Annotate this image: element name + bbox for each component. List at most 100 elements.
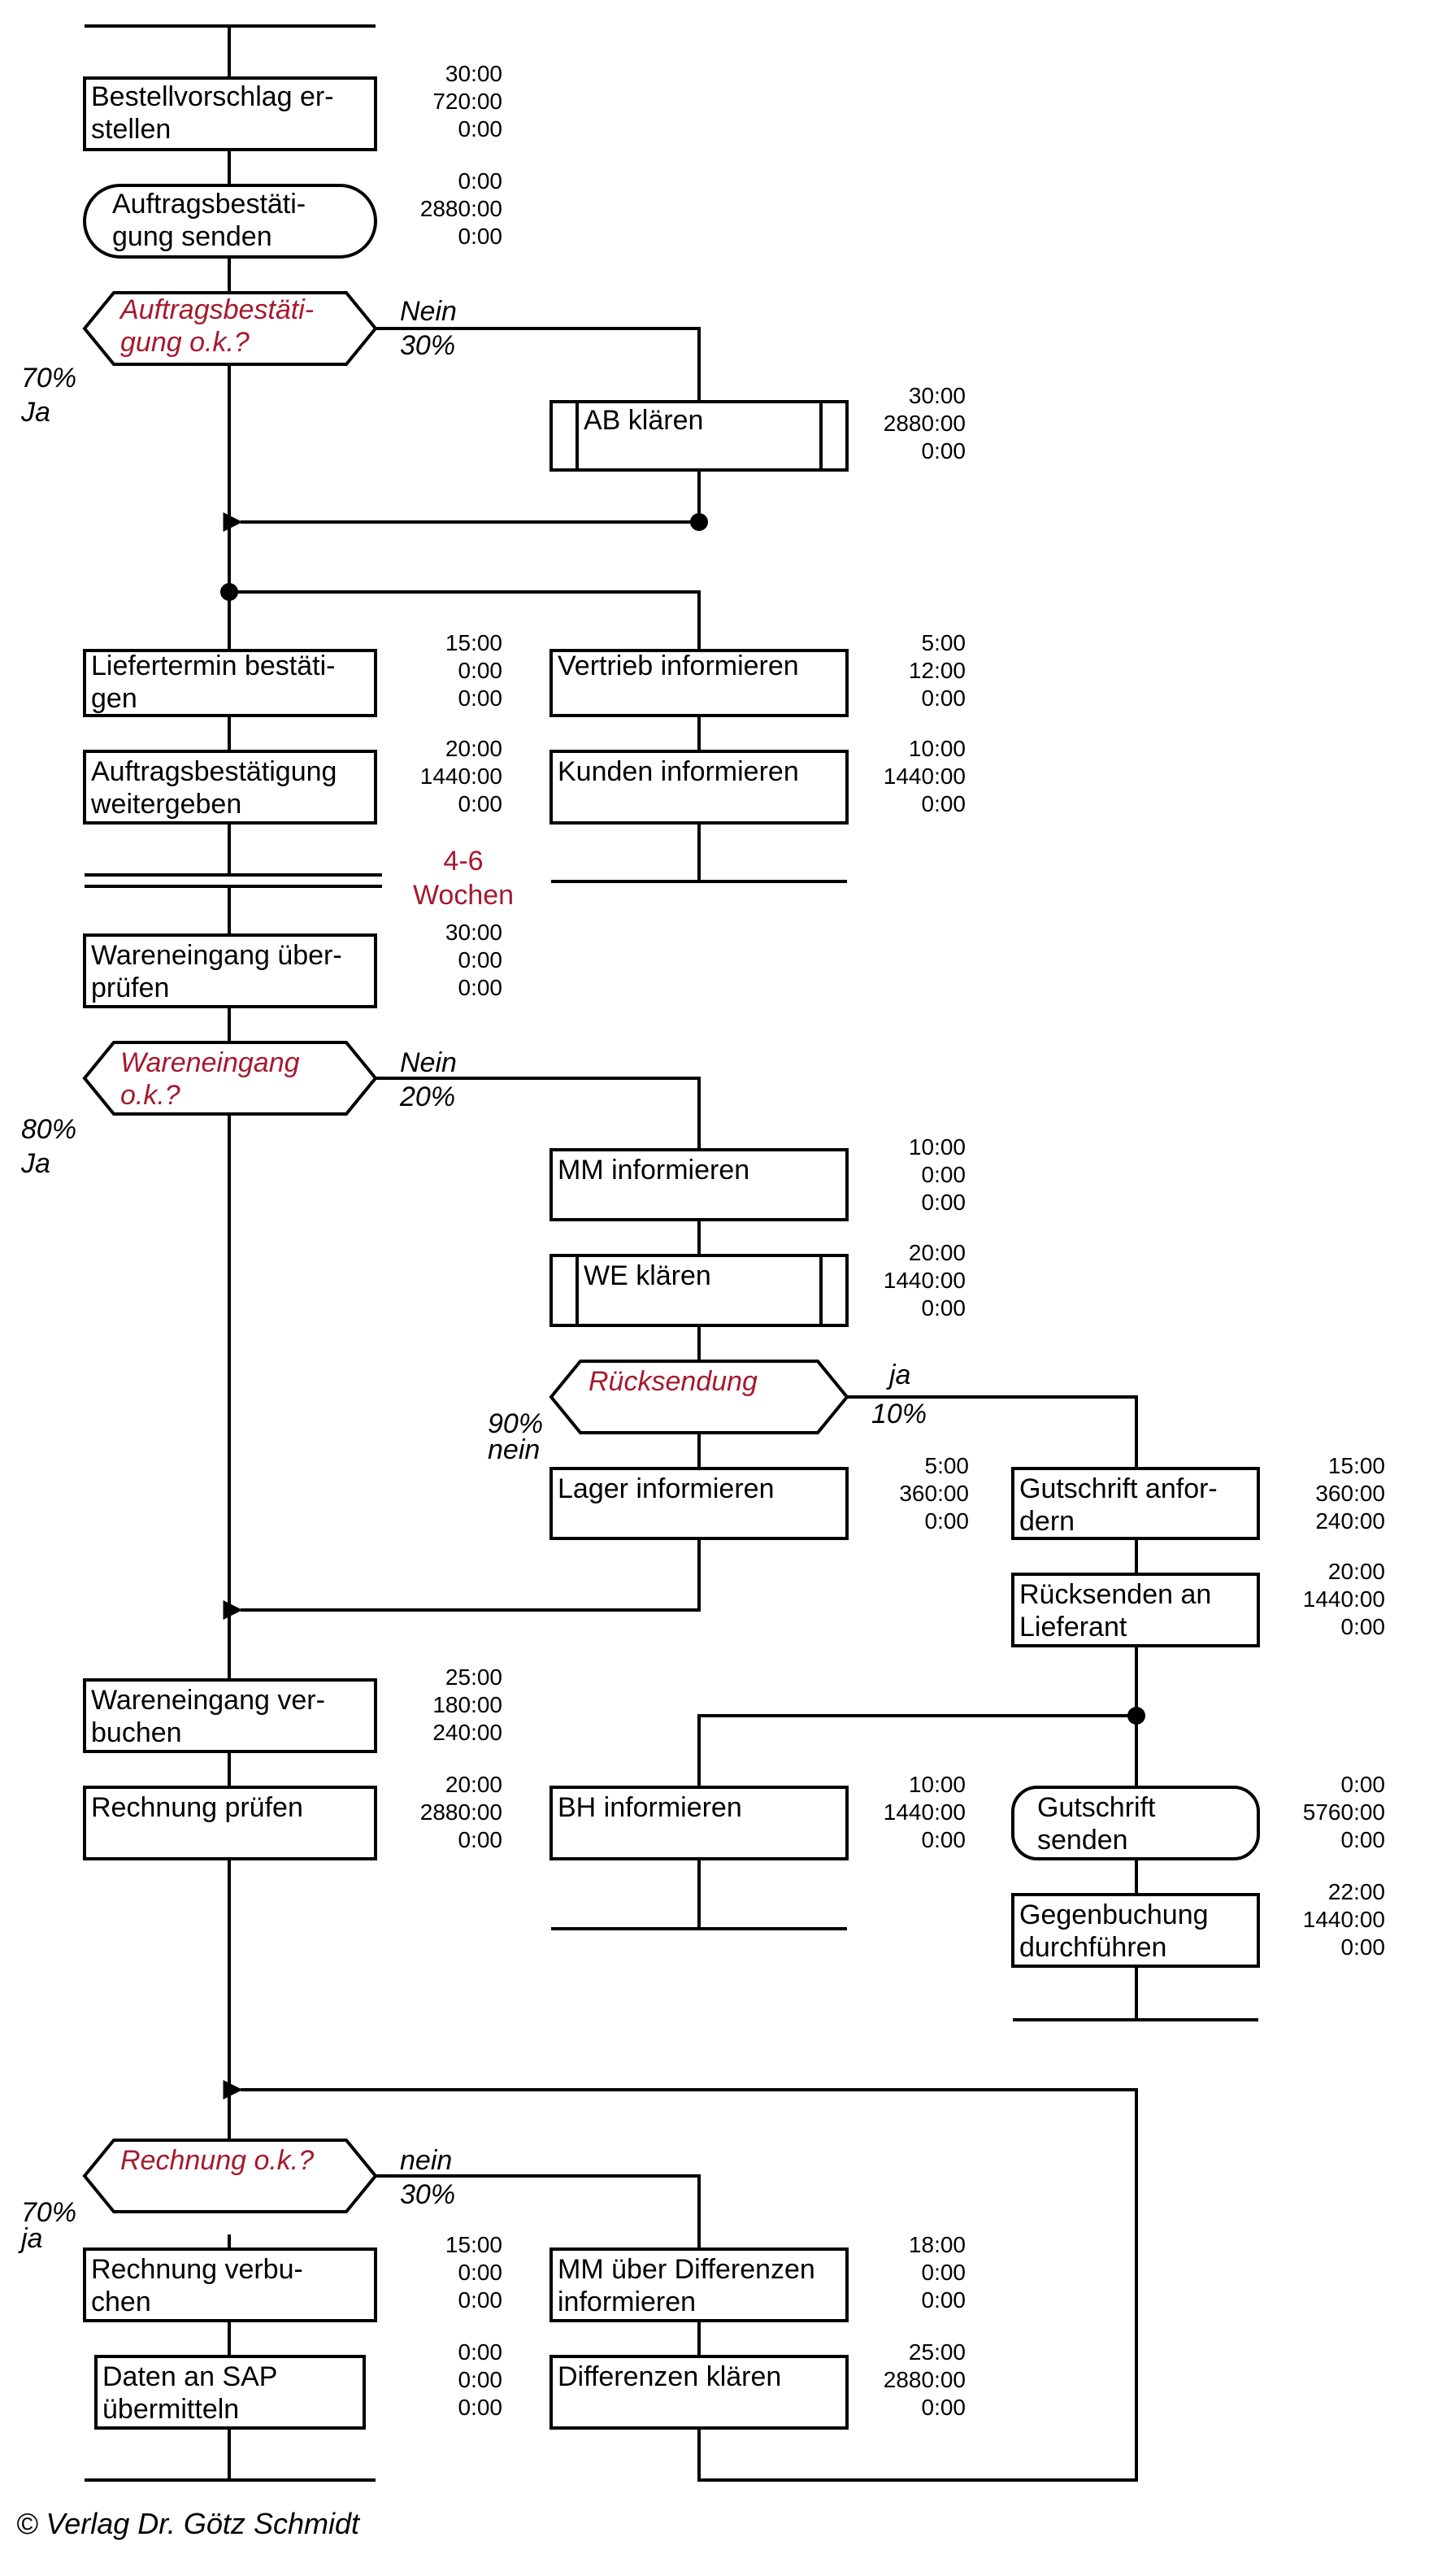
svg-text:Daten an SAP: Daten an SAP [102, 2361, 277, 2392]
activity-ruecksenden: Rücksenden an Lieferant 20:00 1440:00 0:… [1011, 1559, 1385, 1647]
svg-text:0:00: 0:00 [458, 791, 503, 816]
svg-text:gung senden: gung senden [112, 221, 272, 252]
svg-text:Auftragsbestäti-: Auftragsbestäti- [112, 189, 306, 220]
svg-text:Rechnung verbu-: Rechnung verbu- [91, 2254, 303, 2285]
svg-text:90%: 90% [488, 1408, 543, 1439]
svg-text:15:00: 15:00 [1328, 1453, 1385, 1478]
svg-text:ja: ja [886, 1360, 910, 1390]
activity-ab-weitergeben: Auftragsbestätigung weitergeben 20:00 14… [83, 736, 503, 825]
svg-text:0:00: 0:00 [922, 1295, 966, 1321]
activity-rechnung-pruefen: Rechnung prüfen 20:00 2880:00 0:00 [83, 1772, 502, 1860]
svg-text:informieren: informieren [558, 2287, 696, 2317]
subprocess-we-klaeren: WE klären 20:00 1440:00 0:00 [549, 1240, 966, 1327]
junction-dot [690, 513, 708, 531]
svg-text:Wareneingang über-: Wareneingang über- [91, 940, 342, 971]
svg-text:4-6: 4-6 [443, 846, 483, 877]
branch-line [229, 590, 701, 651]
svg-text:30%: 30% [400, 2179, 455, 2210]
svg-text:30%: 30% [400, 330, 455, 361]
event-gutschrift-senden: Gutschrift senden 0:00 5760:00 0:00 [1011, 1772, 1386, 1860]
svg-text:übermitteln: übermitteln [102, 2394, 239, 2425]
activity-rechnung-verbuchen: Rechnung verbu- chen 15:00 0:00 0:00 [83, 2232, 503, 2322]
svg-text:25:00: 25:00 [445, 1664, 502, 1690]
activity-mm-differenzen: MM über Differenzen informieren 18:00 0:… [549, 2232, 966, 2322]
svg-text:0:00: 0:00 [458, 947, 503, 973]
svg-text:30:00: 30:00 [909, 383, 966, 408]
svg-text:12:00: 12:00 [909, 658, 966, 683]
svg-text:0:00: 0:00 [922, 438, 966, 463]
svg-text:0:00: 0:00 [458, 2287, 503, 2313]
subprocess-ab-klaeren: AB klären 30:00 2880:00 0:00 [549, 383, 966, 472]
svg-text:22:00: 22:00 [1328, 1879, 1385, 1904]
wait-indicator: 4-6 Wochen [413, 846, 514, 911]
svg-text:Rücksenden an: Rücksenden an [1019, 1579, 1211, 1610]
svg-text:o.k.?: o.k.? [120, 1080, 180, 1111]
svg-text:BH informieren: BH informieren [558, 1792, 742, 1823]
svg-text:0:00: 0:00 [922, 1190, 966, 1215]
decision-we-ok: Wareneingang o.k.? Nein 20% 80% Ja [20, 1041, 457, 1179]
svg-text:10:00: 10:00 [909, 1772, 966, 1797]
svg-text:20%: 20% [399, 1081, 455, 1112]
svg-text:720:00: 720:00 [432, 89, 502, 114]
svg-text:0:00: 0:00 [922, 2260, 966, 2285]
svg-text:Wareneingang ver-: Wareneingang ver- [91, 1685, 325, 1716]
svg-text:360:00: 360:00 [899, 1481, 969, 1506]
svg-text:nein: nein [488, 1434, 540, 1465]
event-ab-senden: Auftragsbestäti- gung senden 0:00 2880:0… [83, 168, 503, 259]
activity-vertrieb: Vertrieb informieren 5:00 12:00 0:00 [549, 630, 966, 717]
svg-text:Bestellvorschlag er-: Bestellvorschlag er- [91, 81, 334, 112]
svg-text:0:00: 0:00 [1341, 1827, 1386, 1852]
svg-text:2880:00: 2880:00 [420, 196, 502, 221]
svg-text:5:00: 5:00 [922, 630, 966, 655]
svg-text:WE klären: WE klären [584, 1260, 711, 1291]
svg-text:20:00: 20:00 [909, 1240, 966, 1265]
svg-text:Ja: Ja [20, 397, 50, 428]
decision-ab-ok: Auftragsbestäti- gung o.k.? Nein 30% 70%… [20, 291, 457, 428]
svg-text:ja: ja [18, 2223, 42, 2254]
svg-text:chen: chen [91, 2287, 151, 2317]
svg-text:0:00: 0:00 [922, 2395, 966, 2420]
branch-line [847, 1395, 1138, 1469]
svg-text:30:00: 30:00 [445, 61, 502, 86]
decision-rechnung-ok: Rechnung o.k.? nein 30% 70% ja [18, 2139, 455, 2254]
svg-text:weitergeben: weitergeben [90, 789, 241, 820]
branch-line [376, 1077, 701, 1150]
svg-text:Wareneingang: Wareneingang [120, 1047, 300, 1078]
svg-text:Rechnung prüfen: Rechnung prüfen [91, 1792, 303, 1823]
svg-text:Gutschrift anfor-: Gutschrift anfor- [1019, 1473, 1218, 1504]
svg-text:180:00: 180:00 [432, 1692, 502, 1717]
svg-text:0:00: 0:00 [1341, 1934, 1386, 1960]
svg-text:1440:00: 1440:00 [884, 1268, 966, 1293]
svg-text:0:00: 0:00 [458, 2339, 503, 2365]
svg-text:360:00: 360:00 [1315, 1481, 1385, 1506]
activity-bestellvorschlag: Bestellvorschlag er- stellen 30:00 720:0… [83, 61, 502, 151]
svg-text:Rücksendung: Rücksendung [589, 1366, 758, 1397]
svg-text:5:00: 5:00 [925, 1453, 970, 1478]
svg-text:Vertrieb informieren: Vertrieb informieren [558, 651, 799, 681]
svg-text:0:00: 0:00 [1341, 1772, 1386, 1797]
svg-text:1440:00: 1440:00 [420, 764, 502, 789]
svg-text:0:00: 0:00 [922, 1162, 966, 1187]
activity-mm-informieren: MM informieren 10:00 0:00 0:00 [549, 1134, 966, 1221]
svg-text:2880:00: 2880:00 [884, 411, 966, 436]
svg-text:10:00: 10:00 [909, 736, 966, 761]
svg-text:240:00: 240:00 [1315, 1508, 1385, 1534]
activity-we-verbuchen: Wareneingang ver- buchen 25:00 180:00 24… [83, 1664, 502, 1753]
svg-text:0:00: 0:00 [458, 975, 503, 1000]
svg-text:0:00: 0:00 [922, 1827, 966, 1852]
svg-text:20:00: 20:00 [445, 736, 502, 761]
svg-text:0:00: 0:00 [458, 168, 503, 194]
svg-text:80%: 80% [21, 1114, 76, 1145]
svg-text:Gutschrift: Gutschrift [1037, 1792, 1156, 1823]
activity-gegenbuchung: Gegenbuchung durchführen 22:00 1440:00 0… [1011, 1879, 1386, 1968]
svg-text:1440:00: 1440:00 [884, 1799, 966, 1825]
svg-text:0:00: 0:00 [458, 685, 503, 711]
svg-text:gung o.k.?: gung o.k.? [120, 327, 250, 358]
decision-ruecksendung: Rücksendung ja 10% 90% nein [488, 1360, 927, 1465]
svg-text:Lager informieren: Lager informieren [558, 1473, 774, 1504]
svg-text:buchen: buchen [91, 1717, 182, 1748]
svg-text:2880:00: 2880:00 [884, 2367, 966, 2392]
svg-text:70%: 70% [21, 2197, 76, 2228]
svg-text:Liefertermin bestäti-: Liefertermin bestäti- [91, 651, 335, 681]
branch-line [697, 1714, 1136, 1787]
